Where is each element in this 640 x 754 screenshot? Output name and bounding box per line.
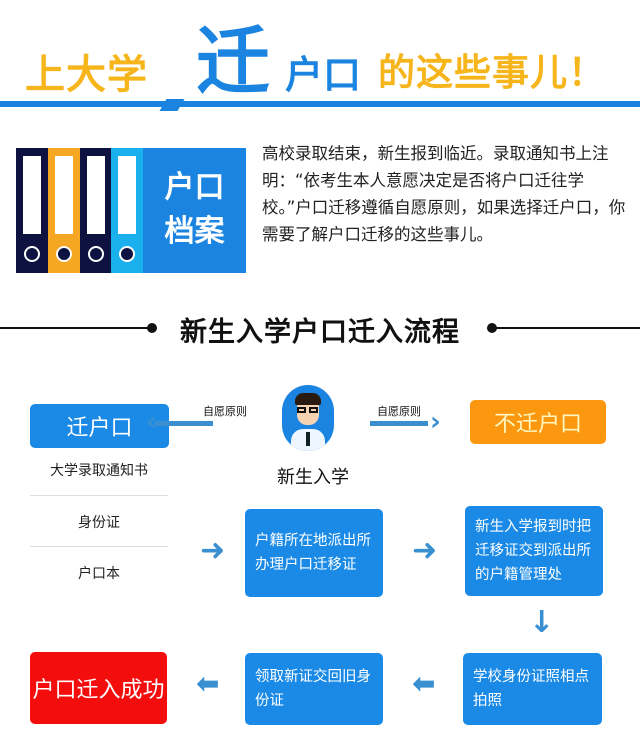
arrow-left-icon: ⬅ bbox=[412, 667, 436, 700]
header-underline bbox=[0, 101, 640, 107]
step-box-3: 学校身份证照相点拍照 bbox=[463, 653, 602, 725]
binder-icon bbox=[48, 148, 80, 273]
section-divider-left bbox=[0, 327, 150, 329]
header-part1: 上大学 bbox=[25, 52, 148, 98]
binder-icon bbox=[16, 148, 48, 273]
left-arrow-shaft bbox=[155, 421, 213, 426]
step-box-1: 户籍所在地派出所办理户口迁移证 bbox=[245, 509, 383, 597]
no-move-hukou-box: 不迁户口 bbox=[470, 400, 606, 444]
step-3-text: 学校身份证照相点拍照 bbox=[473, 669, 589, 709]
binder-icon bbox=[111, 148, 143, 273]
section-title: 新生入学户口迁入流程 bbox=[180, 317, 460, 348]
right-arrow-shaft bbox=[370, 421, 428, 426]
requirement-divider bbox=[30, 495, 168, 496]
arrow-left-icon: ⬅ bbox=[196, 667, 220, 700]
requirement-item: 户口本 bbox=[78, 566, 120, 582]
move-hukou-box: 迁户口 bbox=[30, 404, 169, 448]
header-big-character: 迁 bbox=[196, 19, 270, 105]
section-divider-right bbox=[490, 327, 640, 329]
move-hukou-label: 迁户口 bbox=[66, 416, 133, 441]
header-part3: 户口 bbox=[285, 53, 362, 97]
archive-badge: 户口 档案 bbox=[143, 148, 246, 273]
arrow-right-icon: ➜ bbox=[412, 533, 438, 568]
step-box-2: 新生入学报到时把迁移证交到派出所的户籍管理处 bbox=[465, 506, 603, 596]
requirement-item: 大学录取通知书 bbox=[50, 463, 148, 479]
arrow-right-icon: › bbox=[430, 407, 441, 437]
step-2-text: 新生入学报到时把迁移证交到派出所的户籍管理处 bbox=[475, 519, 591, 583]
arrow-right-icon: ➜ bbox=[200, 533, 226, 568]
archive-badge-line2: 档案 bbox=[164, 214, 225, 249]
center-label: 新生入学 bbox=[277, 467, 349, 488]
student-avatar-icon bbox=[282, 385, 334, 451]
arrow-down-icon: ↓ bbox=[529, 605, 555, 640]
success-box: 户口迁入成功 bbox=[30, 652, 167, 724]
left-arrow-label: 自愿原则 bbox=[203, 405, 247, 418]
step-box-4: 领取新证交回旧身份证 bbox=[245, 653, 383, 725]
intro-paragraph: 高校录取结束，新生报到临近。录取通知书上注明：“依考生本人意愿决定是否将户口迁往… bbox=[262, 144, 626, 244]
section-dot-left bbox=[147, 323, 157, 333]
requirement-divider bbox=[30, 546, 168, 547]
step-1-text: 户籍所在地派出所办理户口迁移证 bbox=[255, 533, 371, 573]
success-label: 户口迁入成功 bbox=[32, 678, 165, 703]
arrow-left-icon: ‹ bbox=[146, 407, 157, 437]
archive-badge-line1: 户口 bbox=[164, 170, 225, 205]
requirement-item: 身份证 bbox=[78, 515, 120, 531]
right-arrow-label: 自愿原则 bbox=[377, 405, 421, 418]
header-part4: 的这些事儿！ bbox=[378, 51, 606, 94]
step-4-text: 领取新证交回旧身份证 bbox=[255, 669, 371, 709]
binder-icon bbox=[80, 148, 112, 273]
no-move-hukou-label: 不迁户口 bbox=[493, 412, 582, 437]
